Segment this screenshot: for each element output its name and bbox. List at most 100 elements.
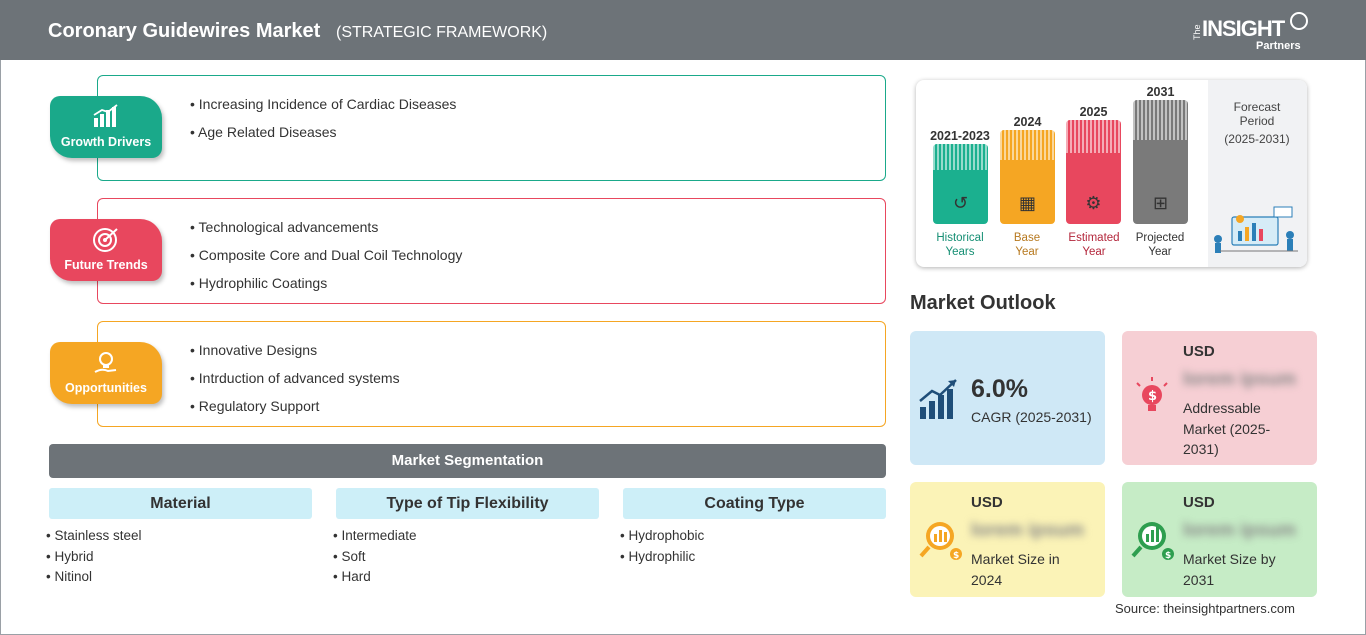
- logo-the: The: [1192, 24, 1202, 40]
- list-item: Hybrid: [46, 547, 142, 568]
- source-credit: Source: theinsightpartners.com: [1115, 601, 1295, 616]
- forecast-line: (2025-2031): [1224, 132, 1290, 146]
- timeline-bar-historical: ↺: [933, 144, 988, 224]
- bar-hatch: [1000, 130, 1055, 160]
- magnifier-chart-icon: $: [919, 522, 962, 561]
- opportunities-card: Innovative Designs Intrduction of advanc…: [97, 321, 886, 427]
- list-item: Hydrophilic Coatings: [190, 269, 462, 297]
- logo-partners: Partners: [1256, 40, 1301, 52]
- list-item: Increasing Incidence of Cardiac Diseases: [190, 90, 457, 118]
- forecast-line: Period: [1239, 114, 1275, 128]
- label-line: 2024: [971, 571, 1003, 588]
- header-bar: Coronary Guidewires Market (STRATEGIC FR…: [0, 0, 1366, 60]
- target-icon: [93, 228, 118, 252]
- lightbulb-hand-icon: [94, 352, 117, 373]
- list-item: Regulatory Support: [190, 392, 400, 420]
- opportunities-label: Opportunities: [65, 381, 147, 395]
- caption-line: Years: [945, 246, 975, 258]
- caption-line: Estimated: [1068, 232, 1120, 244]
- growth-drivers-tag: Growth Drivers: [50, 96, 162, 158]
- segment-heading-coating-type: Coating Type: [623, 488, 886, 519]
- caption-line: Historical: [936, 232, 984, 244]
- caption-base: Base Year: [997, 231, 1057, 259]
- logo-ring-icon: [1290, 12, 1308, 30]
- forecast-line: Forecast: [1233, 100, 1281, 114]
- cagr-box: 6.0% CAGR (2025-2031): [910, 331, 1105, 465]
- future-trends-label: Future Trends: [64, 258, 148, 272]
- size-2031-label: Market Size by 2031: [1183, 549, 1276, 590]
- segment-list-tip-flexibility: Intermediate Soft Hard: [333, 526, 417, 588]
- size-2031-currency: USD: [1183, 494, 1215, 511]
- bar-hatch: [1133, 100, 1188, 140]
- page-subtitle: (STRATEGIC FRAMEWORK): [336, 24, 548, 41]
- cagr-label: CAGR (2025-2031): [971, 409, 1092, 425]
- growth-drivers-list: Increasing Incidence of Cardiac Diseases…: [190, 90, 456, 146]
- caption-line: Year: [1015, 246, 1039, 258]
- year-label-estimated: 2025: [1079, 105, 1108, 119]
- timeline-base-icon: ▦: [1018, 193, 1036, 214]
- addressable-market-box: $ USD lorem ipsum Addressable Market (20…: [1122, 331, 1317, 465]
- list-item: Intermediate: [333, 526, 416, 547]
- caption-projected: Projected Year: [1127, 231, 1193, 259]
- timeline-bar-projected: ⊞: [1133, 100, 1188, 224]
- label-line: 2031): [1183, 441, 1219, 457]
- market-size-2031-box: $ USD lorem ipsum Market Size by 2031: [1122, 482, 1317, 597]
- growth-arrow-icon: [919, 379, 957, 419]
- caption-line: Year: [1148, 246, 1172, 258]
- timeline-projected-icon: ⊞: [1152, 193, 1169, 214]
- timeline-bar-estimated: ⚙: [1066, 120, 1121, 224]
- future-trends-card: Technological advancements Composite Cor…: [97, 198, 886, 304]
- caption-line: Base: [1013, 232, 1041, 244]
- list-item: Nitinol: [46, 567, 142, 588]
- market-size-2024-box: $ USD lorem ipsum Market Size in 2024: [910, 482, 1105, 597]
- market-outlook-title: Market Outlook: [910, 292, 1056, 314]
- bar-hatch: [1066, 120, 1121, 153]
- year-label-base: 2024: [1013, 115, 1042, 129]
- logo-insight: INSIGHT: [1202, 16, 1285, 41]
- year-label-historical: 2021-2023: [930, 129, 990, 143]
- list-item: Innovative Designs: [190, 336, 400, 364]
- label-line: Market Size in: [971, 551, 1060, 567]
- opportunities-list: Innovative Designs Intrduction of advanc…: [190, 336, 400, 420]
- size-2024-value: lorem ipsum: [971, 520, 1084, 541]
- growth-chart-icon: [93, 104, 118, 127]
- addressable-value: lorem ipsum: [1183, 369, 1296, 390]
- label-line: Market Size by: [1183, 551, 1276, 567]
- list-item: Hydrophobic: [620, 526, 704, 547]
- list-item: Soft: [333, 547, 417, 568]
- size-2024-currency: USD: [971, 494, 1003, 511]
- forecast-period-label: Forecast Period (2025-2031): [1212, 100, 1302, 146]
- caption-historical: Historical Years: [925, 231, 995, 259]
- growth-drivers-card: Increasing Incidence of Cardiac Diseases…: [97, 75, 886, 181]
- growth-drivers-label: Growth Drivers: [60, 135, 152, 149]
- size-2024-label: Market Size in 2024: [971, 549, 1060, 590]
- list-item: Technological advancements: [190, 213, 462, 241]
- future-trends-list: Technological advancements Composite Cor…: [190, 213, 463, 297]
- lightbulb-dollar-icon: $: [1136, 377, 1168, 411]
- label-line: 2031: [1183, 571, 1215, 588]
- timeline-estimated-icon: ⚙: [1085, 193, 1102, 214]
- list-item: Stainless steel: [46, 526, 141, 547]
- caption-estimated: Estimated Year: [1061, 231, 1127, 259]
- list-item: Hard: [333, 567, 417, 588]
- insight-partners-logo[interactable]: The INSIGHT Partners: [1190, 10, 1310, 54]
- addressable-label: Addressable Market (2025- 2031): [1183, 398, 1270, 460]
- svg-text:$: $: [953, 551, 959, 561]
- label-line: Market (2025-: [1183, 420, 1271, 437]
- list-item: Age Related Diseases: [190, 118, 456, 146]
- list-item: Composite Core and Dual Coil Technology: [190, 241, 463, 269]
- timeline-historical-icon: ↺: [952, 193, 969, 214]
- future-trends-tag: Future Trends: [50, 219, 162, 281]
- bar-hatch: [933, 144, 988, 170]
- svg-text:$: $: [1148, 389, 1157, 404]
- addressable-currency: USD: [1183, 343, 1215, 360]
- market-segmentation-bar: Market Segmentation: [49, 444, 886, 478]
- segment-heading-tip-flexibility: Type of Tip Flexibility: [336, 488, 599, 519]
- svg-text:$: $: [1165, 551, 1171, 561]
- year-label-projected: 2031: [1146, 85, 1175, 99]
- segment-heading-material: Material: [49, 488, 312, 519]
- caption-line: Projected: [1135, 232, 1185, 244]
- timeline-bar-base: ▦: [1000, 130, 1055, 224]
- magnifier-growth-icon: $: [1131, 522, 1174, 561]
- page-title: Coronary Guidewires Market: [48, 20, 321, 42]
